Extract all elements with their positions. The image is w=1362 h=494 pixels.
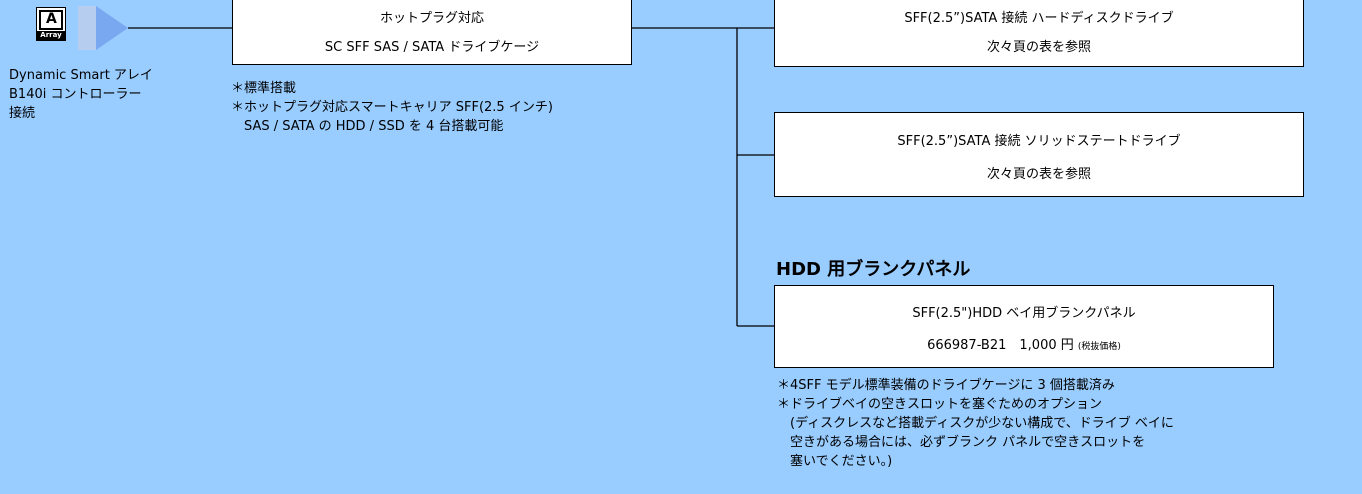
array-icon-label: Array <box>37 31 65 40</box>
blank-panel-line2: 666987-B21 1,000 円 (税抜価格) <box>775 334 1273 353</box>
hdd-box-line1: SFF(2.5”)SATA 接続 ハードディスクドライブ <box>904 11 1174 26</box>
note-line: ＊ホットプラグ対応スマートキャリア SFF(2.5 インチ) <box>231 100 553 115</box>
blank-panel-tax-note: (税抜価格) <box>1077 342 1121 352</box>
note-line: (ディスクレスなど搭載ディスクが少ない構成で、ドライブ ベイに <box>777 416 1174 431</box>
blank-panel-box: SFF(2.5")HDD ベイ用ブランクパネル 666987-B21 1,000… <box>774 285 1274 368</box>
drive-cage-line1: ホットプラグ対応 <box>379 11 484 26</box>
note-line: ＊4SFF モデル標準装備のドライブケージに 3 個搭載済み <box>777 378 1115 393</box>
ssd-box-line2: 次々頁の表を参照 <box>986 167 1091 182</box>
ssd-box: SFF(2.5”)SATA 接続 ソリッドステートドライブ 次々頁の表を参照 <box>774 112 1304 197</box>
hdd-box-line2: 次々頁の表を参照 <box>986 40 1091 55</box>
drive-cage-line2: SC SFF SAS / SATA ドライブケージ <box>324 40 540 55</box>
controller-caption-line: 接続 <box>9 106 36 121</box>
controller-caption-line: Dynamic Smart アレイ <box>9 68 153 83</box>
note-line: ＊ドライブベイの空きスロットを塞ぐためのオプション <box>777 397 1103 412</box>
note-line: 塞いでください。) <box>777 454 893 469</box>
ssd-box-line1: SFF(2.5”)SATA 接続 ソリッドステートドライブ <box>897 134 1181 149</box>
array-icon-letter: A <box>46 11 57 27</box>
array-icon-frame <box>39 10 63 30</box>
controller-caption: Dynamic Smart アレイ B140i コントローラー 接続 <box>9 66 153 123</box>
drive-cage-notes: ＊標準搭載 ＊ホットプラグ対応スマートキャリア SFF(2.5 インチ) SAS… <box>231 79 553 136</box>
blank-panel-line1: SFF(2.5")HDD ベイ用ブランクパネル <box>912 306 1136 321</box>
note-line: SAS / SATA の HDD / SSD を 4 台搭載可能 <box>231 119 504 134</box>
note-line: ＊標準搭載 <box>231 81 297 96</box>
blank-panel-heading: HDD 用ブランクパネル <box>776 259 971 280</box>
note-line: 空きがある場合には、必ずブランク パネルで空きスロットを <box>777 435 1146 450</box>
blank-panel-notes: ＊4SFF モデル標準装備のドライブケージに 3 個搭載済み ＊ドライブベイの空… <box>777 376 1174 471</box>
hdd-box: SFF(2.5”)SATA 接続 ハードディスクドライブ 次々頁の表を参照 <box>774 0 1304 67</box>
controller-caption-line: B140i コントローラー <box>9 87 142 102</box>
arrow-icon <box>78 6 128 50</box>
array-controller-icon: A Array <box>36 7 66 41</box>
blank-panel-part-price: 666987-B21 1,000 円 <box>927 338 1074 353</box>
drive-cage-box: ホットプラグ対応 SC SFF SAS / SATA ドライブケージ <box>232 0 632 65</box>
